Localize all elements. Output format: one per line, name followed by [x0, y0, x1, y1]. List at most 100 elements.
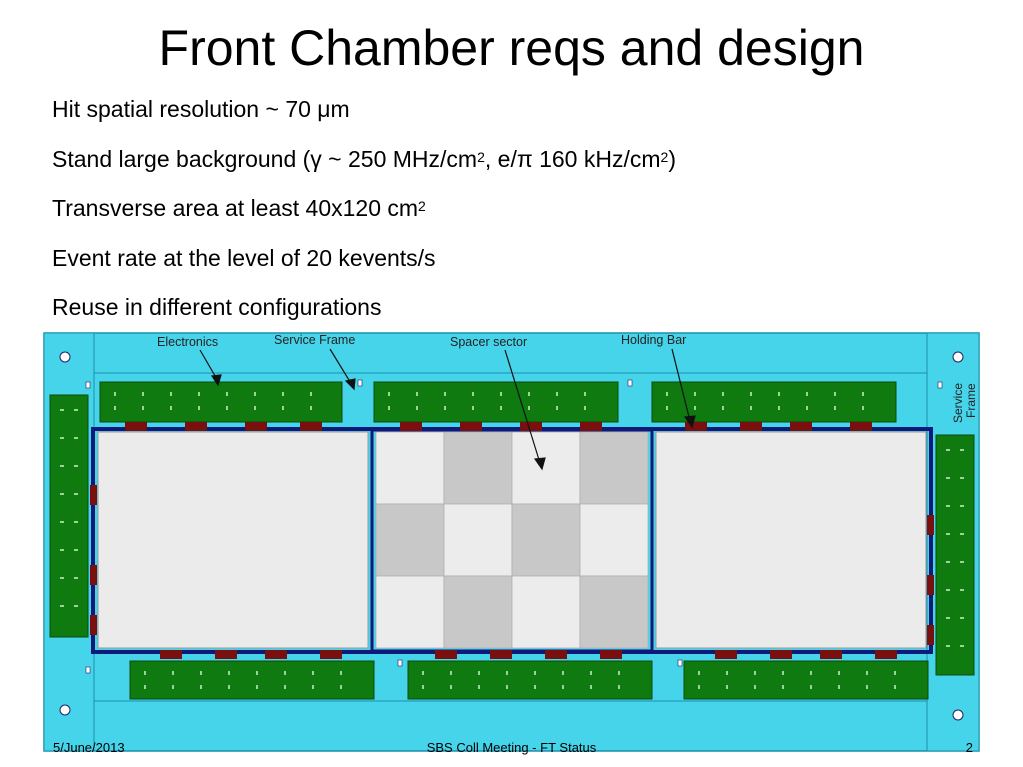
board-pin	[228, 685, 230, 689]
connector	[160, 650, 182, 659]
board-pin	[144, 685, 146, 689]
connector	[790, 422, 812, 431]
board-pin	[946, 589, 950, 591]
electronics-board	[651, 381, 897, 423]
mounting-hole	[952, 709, 964, 721]
board-pin	[422, 685, 424, 689]
bullet-text: Reuse in different configurations	[52, 294, 382, 320]
board-pin	[960, 533, 964, 535]
board-pin	[590, 685, 592, 689]
board-pin	[450, 685, 452, 689]
board-pin	[894, 671, 896, 675]
board-pin	[142, 392, 144, 396]
connector	[545, 650, 567, 659]
board-pin	[960, 477, 964, 479]
electronics-boards	[49, 381, 975, 700]
board-pin	[74, 437, 78, 439]
arrow-spacer-sector	[504, 349, 541, 464]
board-pin	[60, 605, 64, 607]
electronics-board	[129, 660, 375, 700]
board-pin	[838, 671, 840, 675]
board-pin	[806, 392, 808, 396]
board-pin	[694, 406, 696, 410]
connector	[715, 650, 737, 659]
board-pin	[694, 392, 696, 396]
spacer-cell	[579, 431, 649, 505]
board-pin	[114, 392, 116, 396]
board-pin	[946, 477, 950, 479]
connector	[770, 650, 792, 659]
connector	[90, 565, 97, 585]
connector	[435, 650, 457, 659]
frame-slot	[397, 659, 403, 667]
board-pin	[960, 505, 964, 507]
label-spacer-sector: Spacer sector	[450, 335, 527, 349]
board-pin	[388, 406, 390, 410]
board-pin	[666, 406, 668, 410]
board-pin	[256, 671, 258, 675]
electronics-board	[373, 381, 619, 423]
board-pin	[782, 671, 784, 675]
bullet-text: Event rate at the level of 20 kevents/s	[52, 244, 436, 271]
board-pin	[74, 465, 78, 467]
superscript: 2	[660, 148, 669, 165]
connector	[490, 650, 512, 659]
connector	[927, 515, 934, 535]
board-pin	[618, 671, 620, 675]
board-pin	[282, 406, 284, 410]
board-pin	[556, 406, 558, 410]
connector	[185, 422, 207, 431]
arrow-holding-bar	[671, 348, 691, 422]
board-pin	[74, 493, 78, 495]
board-pin	[810, 685, 812, 689]
spacer-cell	[443, 431, 513, 505]
frame-slot	[357, 379, 363, 387]
connector	[400, 422, 422, 431]
board-pin	[506, 685, 508, 689]
board-pin	[750, 406, 752, 410]
frame-slot	[937, 381, 943, 389]
board-pin	[584, 406, 586, 410]
board-pin	[170, 406, 172, 410]
label-electronics: Electronics	[157, 335, 218, 349]
right-panel	[655, 431, 927, 649]
spacer-cell	[511, 503, 581, 577]
bullet-item: Event rate at the level of 20 kevents/s	[52, 244, 676, 294]
spacer-cell	[375, 503, 445, 577]
board-pin	[838, 685, 840, 689]
board-pin	[144, 671, 146, 675]
board-pin	[562, 685, 564, 689]
spacer-cell	[511, 431, 581, 505]
board-pin	[726, 671, 728, 675]
board-pin	[862, 406, 864, 410]
board-pin	[282, 392, 284, 396]
connector	[850, 422, 872, 431]
electronics-board	[683, 660, 929, 700]
frame-slot	[627, 379, 633, 387]
electronics-board	[407, 660, 653, 700]
chamber-diagram: Electronics Service Frame Spacer sector …	[43, 332, 980, 752]
arrowhead-service-frame	[344, 378, 356, 391]
board-pin	[698, 685, 700, 689]
board-pin	[416, 406, 418, 410]
board-pin	[142, 406, 144, 410]
label-service-frame-vertical-2: Frame	[964, 383, 978, 418]
board-pin	[170, 392, 172, 396]
board-pin	[114, 406, 116, 410]
footer-date: 5/June/2013	[53, 740, 125, 755]
mounting-hole	[59, 351, 71, 363]
connector	[300, 422, 322, 431]
footer-title: SBS Coll Meeting - FT Status	[426, 740, 597, 755]
mounting-hole	[59, 704, 71, 716]
arrowhead-holding-bar	[683, 415, 696, 429]
connector	[245, 422, 267, 431]
board-pin	[834, 406, 836, 410]
board-pin	[946, 645, 950, 647]
board-pin	[60, 437, 64, 439]
board-pin	[754, 685, 756, 689]
board-pin	[284, 685, 286, 689]
board-pin	[778, 406, 780, 410]
electronics-board	[49, 394, 89, 638]
board-pin	[388, 392, 390, 396]
spacer-cell	[579, 575, 649, 649]
